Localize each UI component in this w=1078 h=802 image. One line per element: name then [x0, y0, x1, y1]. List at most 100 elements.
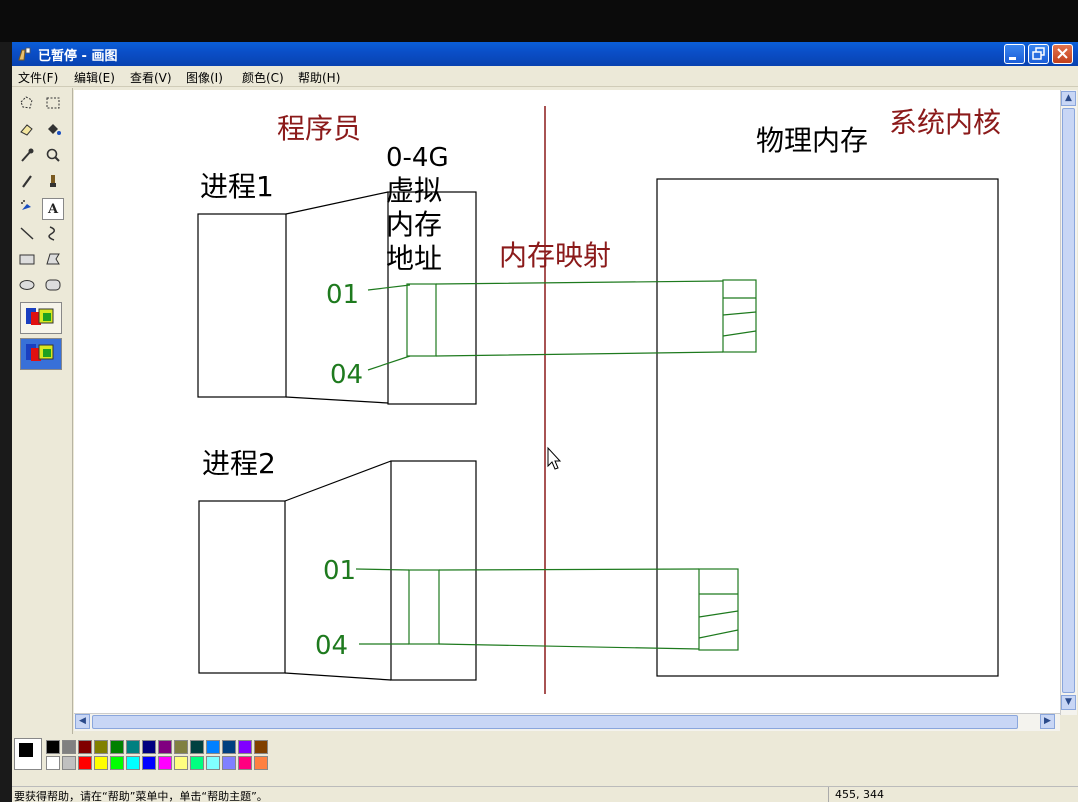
p1-addr-top: 01 — [326, 280, 359, 310]
rect-select-icon[interactable] — [42, 94, 64, 116]
palette-swatch-bottom-9[interactable] — [174, 756, 188, 770]
palette-swatch-top-8[interactable] — [158, 740, 172, 754]
vaddr-line4: 地址 — [386, 242, 442, 275]
curve-tool-icon[interactable] — [42, 224, 64, 246]
scroll-right-icon[interactable]: ▶ — [1040, 714, 1055, 729]
color-picker-icon[interactable] — [16, 146, 38, 168]
palette-swatch-top-3[interactable] — [78, 740, 92, 754]
palette-swatch-bottom-12[interactable] — [222, 756, 236, 770]
process1-label: 进程1 — [200, 170, 274, 203]
vmem1-box — [387, 191, 477, 405]
mouse-cursor-icon — [547, 446, 562, 470]
rectangle-tool-icon[interactable] — [16, 250, 38, 272]
foreground-color-swatch[interactable] — [18, 742, 34, 758]
vaddr-line3: 内存 — [386, 208, 442, 241]
p1-addr-bottom: 04 — [330, 360, 363, 390]
menu-view[interactable]: 查看(V) — [130, 71, 172, 85]
palette-swatch-top-1[interactable] — [46, 740, 60, 754]
diagram: 程序员 系统内核 物理内存 进程1 进程2 0-4G 虚拟 内存 地址 内存映射… — [197, 106, 1001, 694]
palette-swatch-top-11[interactable] — [206, 740, 220, 754]
scroll-down-icon[interactable]: ▼ — [1061, 695, 1076, 710]
status-coordinates: 455, 344 — [828, 787, 948, 802]
palette-swatch-top-12[interactable] — [222, 740, 236, 754]
p2-addr-top: 01 — [323, 556, 356, 586]
palette-swatch-bottom-6[interactable] — [126, 756, 140, 770]
paint-app-icon — [18, 47, 31, 61]
fill-bucket-icon[interactable] — [42, 120, 64, 142]
menu-image[interactable]: 图像(I) — [186, 71, 223, 85]
brush-icon[interactable] — [42, 172, 64, 194]
vertical-scrollbar[interactable]: ▲ ▼ — [1060, 90, 1077, 715]
mapping1 — [367, 279, 757, 371]
palette-swatch-top-6[interactable] — [126, 740, 140, 754]
palette-swatch-bottom-8[interactable] — [158, 756, 172, 770]
process2-label: 进程2 — [202, 447, 276, 480]
vertical-scroll-thumb[interactable] — [1062, 108, 1075, 693]
title-bar[interactable]: 已暂停 - 画图 — [12, 42, 1078, 66]
palette-swatch-bottom-10[interactable] — [190, 756, 204, 770]
physical-memory-box — [656, 178, 999, 677]
drawing-canvas[interactable]: 程序员 系统内核 物理内存 进程1 进程2 0-4G 虚拟 内存 地址 内存映射… — [74, 90, 1064, 713]
mapping-label: 内存映射 — [499, 239, 611, 272]
polygon-tool-icon[interactable] — [42, 250, 64, 272]
airbrush-icon[interactable] — [16, 198, 38, 220]
status-bar: 要获得帮助，请在“帮助”菜单中，单击“帮助主题”。 455, 344 — [12, 786, 1078, 802]
desktop-top-area — [0, 0, 1078, 42]
palette-swatch-bottom-14[interactable] — [254, 756, 268, 770]
palette-swatch-top-10[interactable] — [190, 740, 204, 754]
horizontal-scroll-thumb[interactable] — [92, 715, 1018, 729]
minimize-icon — [1009, 57, 1016, 60]
free-select-icon[interactable] — [16, 94, 38, 116]
current-colors[interactable] — [14, 738, 42, 770]
vaddr-line2: 虚拟 — [386, 174, 442, 207]
palette-swatch-top-2[interactable] — [62, 740, 76, 754]
process2-connector — [284, 460, 392, 681]
window-title: 已暂停 - 画图 — [38, 49, 118, 64]
opaque-option-icon[interactable] — [20, 302, 62, 334]
line-tool-icon[interactable] — [16, 224, 38, 246]
restore-button[interactable] — [1028, 44, 1049, 64]
kernel-label: 系统内核 — [889, 106, 1001, 139]
palette-swatch-bottom-2[interactable] — [62, 756, 76, 770]
p2-addr-bottom: 04 — [315, 631, 348, 661]
palette-swatch-bottom-5[interactable] — [110, 756, 124, 770]
menu-file[interactable]: 文件(F) — [18, 71, 59, 85]
horizontal-scrollbar[interactable]: ◀ ▶ — [74, 713, 1060, 731]
process1-box — [197, 213, 287, 398]
scroll-up-icon[interactable]: ▲ — [1061, 91, 1076, 106]
scroll-left-icon[interactable]: ◀ — [75, 714, 90, 729]
close-button[interactable] — [1052, 44, 1073, 64]
palette-swatch-bottom-11[interactable] — [206, 756, 220, 770]
palette-swatch-top-13[interactable] — [238, 740, 252, 754]
palette-swatch-bottom-13[interactable] — [238, 756, 252, 770]
menu-edit[interactable]: 编辑(E) — [74, 71, 115, 85]
palette-swatch-bottom-3[interactable] — [78, 756, 92, 770]
magnifier-icon[interactable] — [42, 146, 64, 168]
close-icon — [1057, 48, 1068, 59]
programmer-label: 程序员 — [277, 112, 361, 145]
palette-swatch-bottom-1[interactable] — [46, 756, 60, 770]
process2-box — [198, 500, 286, 674]
palette-swatch-bottom-7[interactable] — [142, 756, 156, 770]
minimize-button[interactable] — [1004, 44, 1025, 64]
menu-colors[interactable]: 颜色(C) — [242, 71, 284, 85]
palette-swatch-top-5[interactable] — [110, 740, 124, 754]
color-palette — [12, 734, 1078, 778]
text-tool-icon[interactable]: A — [42, 198, 64, 220]
ellipse-tool-icon[interactable] — [16, 276, 38, 298]
palette-swatch-top-14[interactable] — [254, 740, 268, 754]
palette-swatch-top-4[interactable] — [94, 740, 108, 754]
palette-swatch-bottom-4[interactable] — [94, 756, 108, 770]
physical-memory-label: 物理内存 — [756, 124, 868, 157]
pencil-icon[interactable] — [16, 172, 38, 194]
transparent-option-icon[interactable] — [20, 338, 62, 370]
vmem2-box — [390, 460, 477, 681]
menu-help[interactable]: 帮助(H) — [298, 71, 341, 85]
process1-connector — [285, 191, 389, 404]
vaddr-line1: 0-4G — [386, 143, 449, 173]
rounded-rect-tool-icon[interactable] — [42, 276, 64, 298]
palette-swatch-top-9[interactable] — [174, 740, 188, 754]
eraser-icon[interactable] — [16, 120, 38, 142]
mapping2 — [355, 568, 739, 651]
palette-swatch-top-7[interactable] — [142, 740, 156, 754]
